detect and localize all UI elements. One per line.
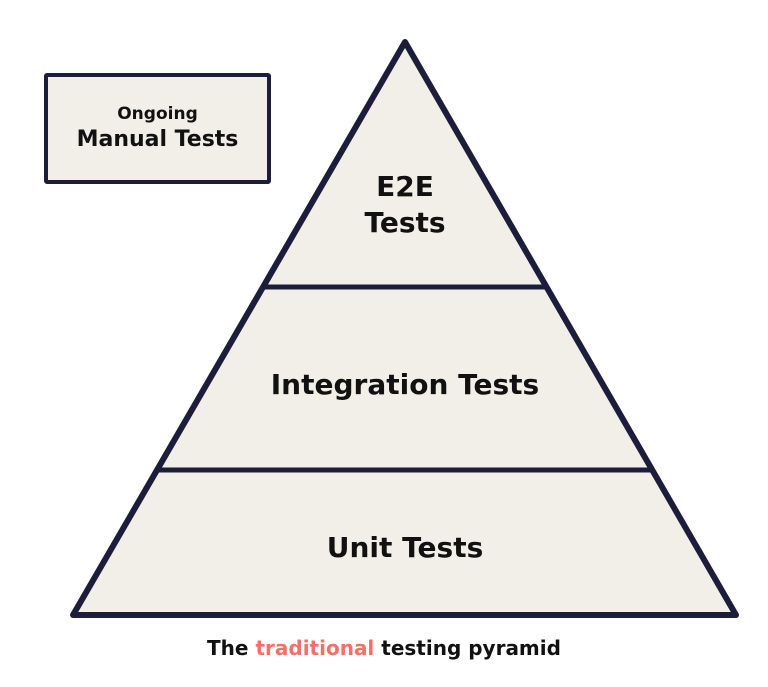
manual-tests-label-line2: Manual Tests bbox=[76, 126, 239, 152]
pyramid-bottom-label: Unit Tests bbox=[327, 531, 484, 564]
manual-tests-label-line1: Ongoing bbox=[117, 103, 198, 124]
diagram-caption: The traditional testing pyramid bbox=[0, 636, 768, 660]
pyramid-top-label-line2: Tests bbox=[364, 206, 445, 239]
caption-suffix: testing pyramid bbox=[374, 636, 561, 660]
caption-accent: traditional bbox=[255, 636, 375, 660]
pyramid-middle-label: Integration Tests bbox=[271, 368, 539, 401]
pyramid-top-label-line1: E2E bbox=[376, 170, 434, 203]
caption-prefix: The bbox=[207, 636, 256, 660]
manual-tests-box: Ongoing Manual Tests bbox=[44, 73, 271, 184]
